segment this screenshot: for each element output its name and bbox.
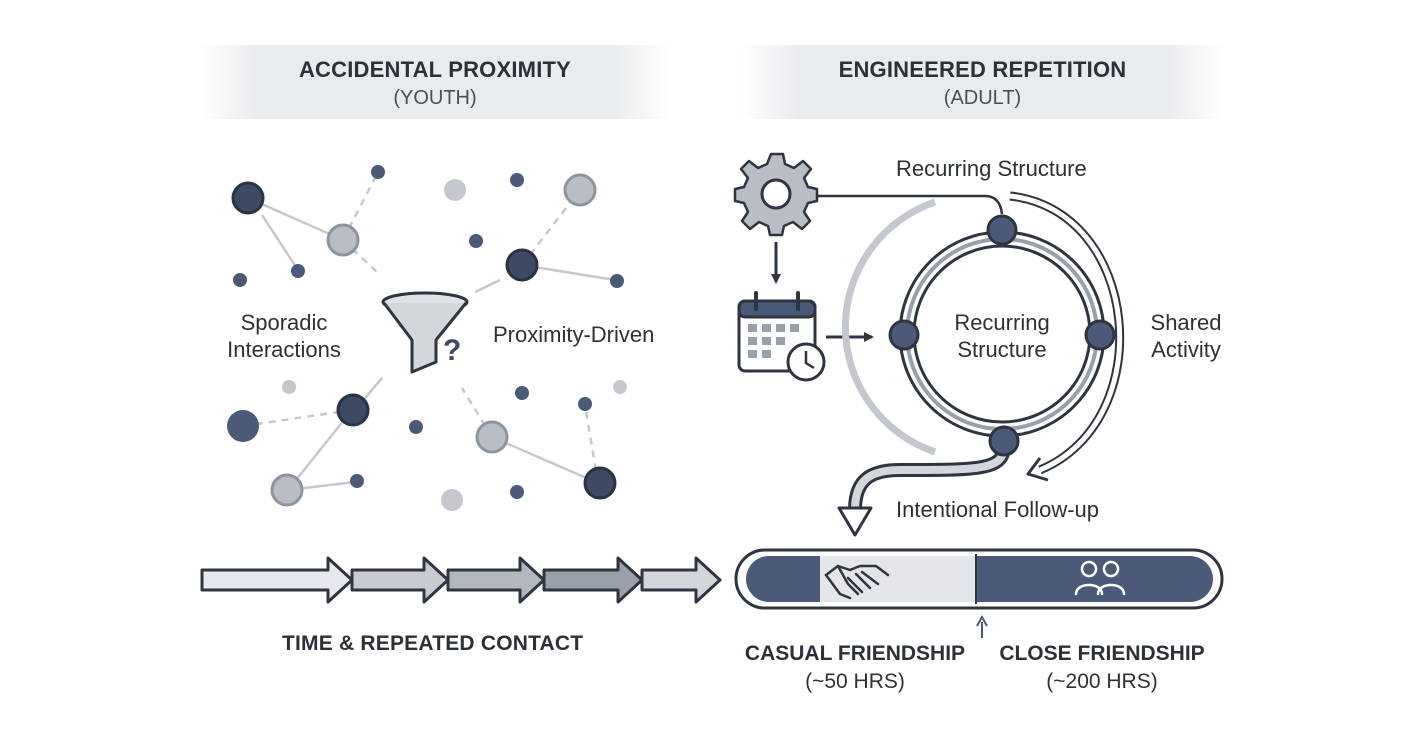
node bbox=[233, 273, 247, 287]
shared-activity-label: Shared Activity bbox=[1150, 310, 1222, 362]
close-friendship-block: CLOSE FRIENDSHIP (~200 HRS) bbox=[992, 640, 1212, 696]
question-mark-icon: ? bbox=[443, 334, 461, 367]
network-nodes bbox=[227, 165, 627, 511]
node bbox=[282, 380, 296, 394]
close-friendship-label: CLOSE FRIENDSHIP bbox=[999, 642, 1205, 665]
gear-link bbox=[818, 194, 1004, 215]
node bbox=[291, 264, 305, 278]
cycle-nodes bbox=[888, 214, 1116, 457]
node bbox=[469, 234, 483, 248]
right-title: ENGINEERED REPETITION bbox=[838, 57, 1127, 82]
node bbox=[371, 165, 385, 179]
right-header: ENGINEERED REPETITION (ADULT) bbox=[740, 45, 1225, 119]
casual-friendship-hours: (~50 HRS) bbox=[805, 670, 905, 693]
node bbox=[326, 223, 360, 257]
two-people-icon bbox=[1074, 560, 1126, 596]
node bbox=[505, 248, 539, 282]
node bbox=[510, 173, 524, 187]
timeline-label: TIME & REPEATED CONTACT bbox=[282, 632, 584, 655]
node bbox=[270, 473, 304, 507]
node bbox=[231, 181, 265, 215]
casual-friendship-label: CASUAL FRIENDSHIP bbox=[744, 642, 966, 665]
timeline-arrows bbox=[200, 556, 722, 604]
friendship-bar bbox=[734, 548, 1224, 610]
node bbox=[409, 420, 423, 434]
node bbox=[578, 397, 592, 411]
casual-friendship-block: CASUAL FRIENDSHIP (~50 HRS) bbox=[738, 640, 972, 696]
node bbox=[583, 466, 617, 500]
node bbox=[515, 386, 529, 400]
recurring-structure-top-label: Recurring Structure bbox=[896, 156, 1087, 181]
node bbox=[613, 380, 627, 394]
sporadic-interactions-label: Sporadic Interactions bbox=[227, 310, 341, 362]
node bbox=[444, 179, 466, 201]
node bbox=[336, 393, 370, 427]
node bbox=[350, 474, 364, 488]
proximity-driven-label: Proximity-Driven bbox=[493, 322, 655, 347]
funnel-icon bbox=[381, 291, 469, 374]
handshake-icon bbox=[824, 564, 890, 600]
calendar-clock-icon bbox=[737, 291, 826, 382]
node bbox=[563, 173, 597, 207]
node bbox=[441, 489, 463, 511]
threshold-marker-arrow bbox=[976, 614, 988, 638]
node bbox=[475, 420, 509, 454]
node bbox=[610, 274, 624, 288]
node bbox=[510, 485, 524, 499]
cycle-node-right bbox=[1084, 319, 1116, 351]
cycle-node-top bbox=[986, 214, 1018, 246]
left-header: ACCIDENTAL PROXIMITY (YOUTH) bbox=[200, 45, 670, 119]
close-friendship-hours: (~200 HRS) bbox=[1046, 670, 1158, 693]
node bbox=[227, 410, 259, 442]
left-title: ACCIDENTAL PROXIMITY bbox=[298, 57, 572, 82]
right-subtitle: (ADULT) bbox=[943, 87, 1022, 109]
cycle-node-bottom bbox=[988, 425, 1020, 457]
intentional-follow-up-label: Intentional Follow-up bbox=[896, 497, 1100, 522]
cycle-node-left bbox=[888, 319, 920, 351]
gear-icon bbox=[733, 152, 819, 237]
recurring-structure-center-label: Recurring Structure bbox=[954, 310, 1050, 362]
left-subtitle: (YOUTH) bbox=[393, 87, 477, 109]
